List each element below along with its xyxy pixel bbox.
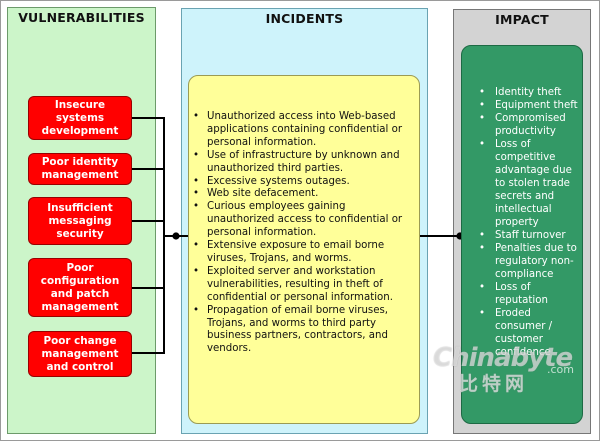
incident-item: Excessive systems outages.	[189, 176, 411, 189]
impact-heading: IMPACT	[495, 12, 549, 27]
impact-item: Eroded consumer / customer confidence	[462, 307, 580, 359]
incidents-list: Unauthorized access into Web-based appli…	[189, 111, 411, 356]
incident-item: Curious employees gaining unauthorized a…	[189, 201, 411, 240]
impact-box: Identity theft Equipment theft Compromis…	[461, 45, 583, 424]
impact-item: Loss of reputation	[462, 281, 580, 307]
vulnerability-poor-change-management: Poor change management and control	[28, 331, 132, 377]
impact-item: Loss of competitive advantage due to sto…	[462, 138, 580, 229]
impact-item: Staff turnover	[462, 229, 580, 242]
incident-item: Propagation of email borne viruses, Troj…	[189, 305, 411, 357]
connector-vuln-1	[132, 117, 175, 237]
incidents-box: Unauthorized access into Web-based appli…	[188, 75, 420, 424]
incidents-heading: INCIDENTS	[265, 11, 344, 26]
impact-item: Identity theft	[462, 86, 580, 99]
incident-item: Use of infrastructure by unknown and una…	[189, 150, 411, 176]
vulnerability-insecure-systems-development: Insecure systems development	[28, 96, 132, 140]
impact-item: Compromised productivity	[462, 112, 580, 138]
connector-vuln-5	[132, 236, 165, 354]
vulnerability-insufficient-messaging-security: Insufficient messaging security	[28, 197, 132, 245]
impact-item: Equipment theft	[462, 99, 580, 112]
vulnerability-poor-configuration-patch-management: Poor configuration and patch management	[28, 258, 132, 317]
incident-item: Exploited server and workstation vulnera…	[189, 266, 411, 305]
incident-item: Unauthorized access into Web-based appli…	[189, 111, 411, 150]
impact-item: Penalties due to regulatory non-complian…	[462, 242, 580, 281]
incident-item: Web site defacement.	[189, 188, 411, 201]
impact-list: Identity theft Equipment theft Compromis…	[462, 86, 580, 359]
junction-dot-left	[172, 232, 180, 240]
vulnerabilities-heading: VULNERABILITIES	[18, 10, 145, 25]
incident-item: Extensive exposure to email borne viruse…	[189, 240, 411, 266]
vulnerability-poor-identity-management: Poor identity management	[28, 153, 132, 185]
